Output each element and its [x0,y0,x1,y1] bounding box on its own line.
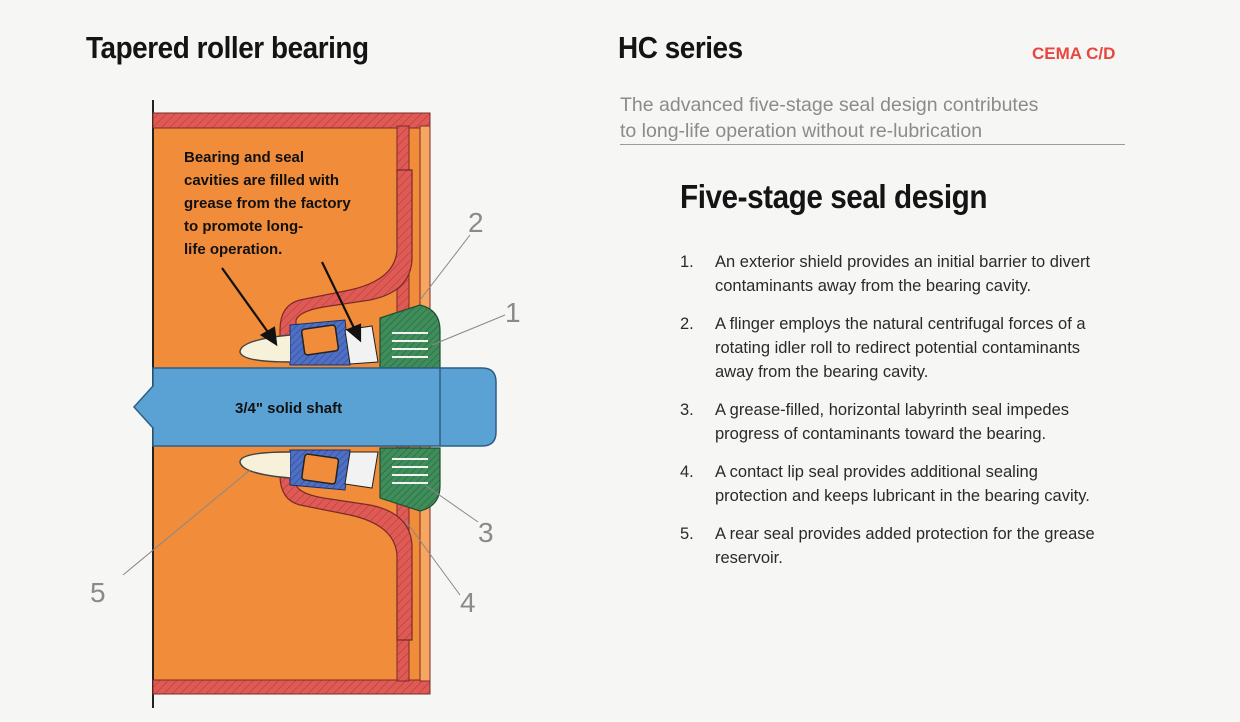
subtitle-line-1: The advanced five-stage seal design cont… [620,94,1039,116]
shaft-label: 3/4" solid shaft [235,400,342,417]
left-heading: Tapered roller bearing [86,30,369,65]
rear-seal-upper [239,334,291,363]
callout-2: 2 [468,207,484,238]
roller-lower [301,453,340,485]
seal-stages-list: 1. An exterior shield provides an initia… [680,250,1100,570]
item-text: A flinger employs the natural centrifuga… [715,315,1086,381]
rear-seal-lower [239,451,291,479]
callout-4: 4 [460,587,476,618]
bearing-diagram: 3/4" solid shaft Bearing and seal caviti… [90,100,521,708]
subtitle: The advanced five-stage seal design cont… [620,92,1125,145]
bottom-tube-wall [152,679,431,695]
subtitle-line-2: to long-life operation without re-lubric… [620,120,983,142]
shaft [132,367,497,447]
item-number: 3. [680,401,694,419]
cema-badge: CEMA C/D [1032,44,1116,63]
roller-upper [300,324,340,356]
annotation-arrows [221,261,362,347]
top-tube-wall [152,112,431,129]
labyrinth-fins-lower [392,458,428,484]
list-item: 5. A rear seal provides added protection… [680,522,1100,570]
item-number: 1. [680,253,694,271]
cage-lower [344,451,379,489]
annotation-line-2: cavities are filled with [184,172,339,189]
labyrinth-fins-upper [392,332,428,358]
callout-leaders [122,234,506,596]
list-item: 2. A flinger employs the natural centrif… [680,312,1100,384]
labyrinth-seal-upper [379,304,441,369]
item-number: 4. [680,463,694,481]
annotation-line-1: Bearing and seal [184,149,304,166]
callout-5: 5 [90,577,106,608]
item-text: A rear seal provides added protection fo… [715,525,1095,567]
item-text: A contact lip seal provides additional s… [715,463,1090,505]
callout-1: 1 [505,297,521,328]
list-item: 1. An exterior shield provides an initia… [680,250,1100,298]
section-heading: Five-stage seal design [680,178,988,215]
series-heading: HC series [618,30,743,65]
item-number: 2. [680,315,694,333]
item-text: A grease-filled, horizontal labyrinth se… [715,401,1070,443]
callout-3: 3 [478,517,494,548]
annotation-line-3: grease from the factory [184,195,351,212]
grease-annotation: Bearing and seal cavities are filled wit… [184,149,351,258]
labyrinth-seal-lower [379,447,441,512]
list-item: 4. A contact lip seal provides additiona… [680,460,1100,508]
annotation-line-4: to promote long- [184,218,303,235]
item-number: 5. [680,525,694,543]
list-item: 3. A grease-filled, horizontal labyrinth… [680,398,1100,446]
item-text: An exterior shield provides an initial b… [715,253,1091,295]
annotation-line-5: life operation. [184,241,282,258]
